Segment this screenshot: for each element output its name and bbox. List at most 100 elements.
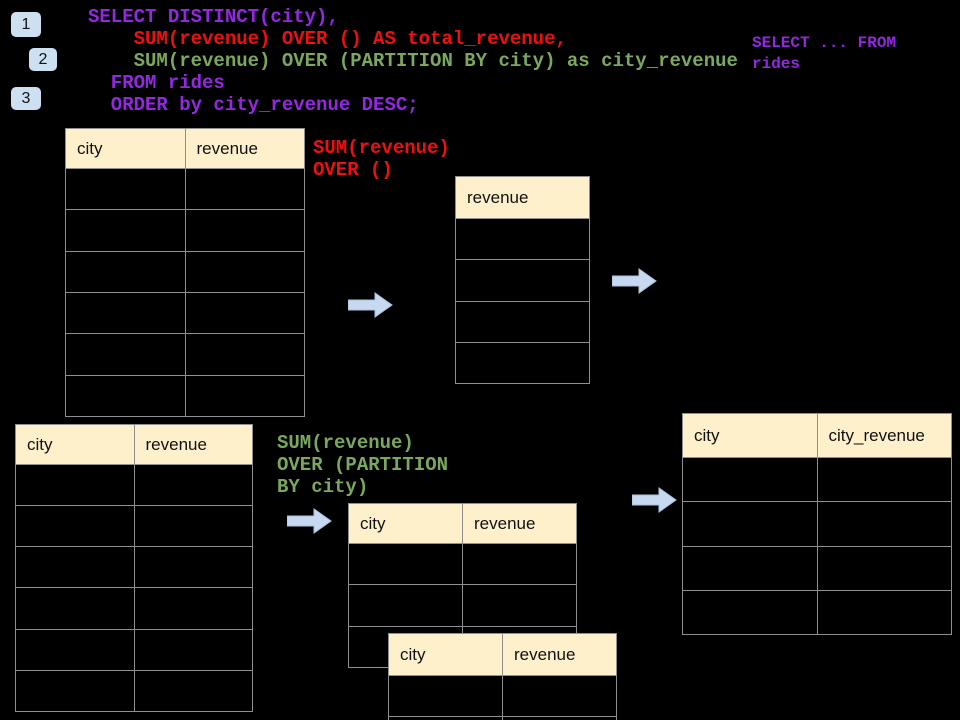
step-badge-2: 2 — [29, 48, 57, 71]
step-badge-3: 3 — [11, 87, 41, 110]
empty-cell — [455, 300, 590, 343]
table-row — [65, 291, 305, 335]
column-header: revenue — [184, 128, 305, 169]
table-row — [388, 715, 617, 720]
code-line: FROM rides — [88, 72, 225, 94]
table-row — [15, 463, 253, 507]
table-total-revenue: revenue — [455, 176, 590, 385]
table-row — [65, 333, 305, 376]
table-row — [15, 546, 253, 589]
empty-cell — [133, 669, 253, 713]
empty-cell — [65, 167, 186, 211]
empty-cell — [184, 333, 305, 376]
table-row — [15, 587, 253, 630]
empty-cell — [455, 341, 590, 385]
empty-cell — [15, 628, 135, 671]
empty-cell — [15, 463, 135, 507]
column-header: city — [388, 633, 503, 676]
column-header: city — [65, 128, 186, 169]
empty-cell — [184, 374, 305, 418]
arrow-right-icon — [287, 508, 332, 534]
empty-cell — [133, 463, 253, 507]
annotation-partition-by-city: SUM(revenue) OVER (PARTITION BY city) — [277, 432, 449, 498]
column-header: revenue — [455, 176, 590, 219]
empty-cell — [15, 546, 135, 589]
table-row — [348, 584, 577, 627]
sql-code-block: SELECT DISTINCT(city), SUM(revenue) OVER… — [88, 6, 738, 116]
arrow-right-icon — [632, 487, 677, 513]
table-row — [682, 545, 952, 591]
empty-cell — [65, 291, 186, 335]
column-header: city — [682, 413, 818, 458]
table-row — [682, 589, 952, 636]
empty-cell — [455, 259, 590, 302]
empty-cell — [65, 333, 186, 376]
arrow-right-icon — [612, 268, 657, 294]
empty-cell — [348, 542, 463, 586]
empty-cell — [133, 546, 253, 589]
empty-cell — [502, 675, 617, 717]
code-line: SUM(revenue) OVER () AS total_revenue, — [88, 28, 567, 50]
step-badge-1: 1 — [11, 12, 41, 37]
empty-cell — [15, 669, 135, 713]
table-row — [15, 669, 253, 713]
side-note-select-from: SELECT ... FROM rides — [752, 34, 897, 73]
code-line: SUM(revenue) OVER (PARTITION BY city) as… — [88, 50, 738, 72]
code-line: SELECT DISTINCT(city), — [88, 6, 339, 28]
empty-cell — [15, 505, 135, 548]
table-row — [65, 250, 305, 293]
arrow-right-icon — [348, 292, 393, 318]
empty-cell — [184, 209, 305, 252]
empty-cell — [65, 209, 186, 252]
table-row — [455, 341, 590, 385]
table-row — [682, 501, 952, 547]
empty-cell — [502, 715, 617, 720]
empty-cell — [184, 291, 305, 335]
table-row — [455, 300, 590, 343]
column-header: revenue — [133, 424, 253, 465]
empty-cell — [15, 587, 135, 630]
empty-cell — [682, 456, 818, 503]
empty-cell — [682, 545, 818, 591]
column-header: city — [15, 424, 135, 465]
column-header: city_revenue — [816, 413, 952, 458]
table-row — [65, 374, 305, 418]
empty-cell — [184, 250, 305, 293]
empty-cell — [388, 675, 503, 717]
table-row — [455, 217, 590, 261]
empty-cell — [388, 715, 503, 720]
table-row — [455, 259, 590, 302]
table-row — [682, 456, 952, 503]
empty-cell — [816, 545, 952, 591]
empty-cell — [65, 374, 186, 418]
empty-cell — [462, 542, 577, 586]
empty-cell — [133, 505, 253, 548]
table-row — [348, 542, 577, 586]
table-row — [15, 628, 253, 671]
empty-cell — [348, 584, 463, 627]
code-line: ORDER by city_revenue DESC; — [88, 94, 419, 116]
annotation-total-revenue: SUM(revenue) OVER () — [313, 137, 450, 181]
empty-cell — [816, 456, 952, 503]
column-header: city — [348, 503, 463, 544]
empty-cell — [455, 217, 590, 261]
empty-cell — [133, 587, 253, 630]
empty-cell — [65, 250, 186, 293]
empty-cell — [462, 584, 577, 627]
table-row — [388, 675, 617, 717]
table-row — [65, 167, 305, 211]
empty-cell — [816, 501, 952, 547]
empty-cell — [682, 589, 818, 636]
empty-cell — [184, 167, 305, 211]
empty-cell — [816, 589, 952, 636]
table-row — [65, 209, 305, 252]
empty-cell — [682, 501, 818, 547]
table-row — [15, 505, 253, 548]
column-header: revenue — [502, 633, 617, 676]
